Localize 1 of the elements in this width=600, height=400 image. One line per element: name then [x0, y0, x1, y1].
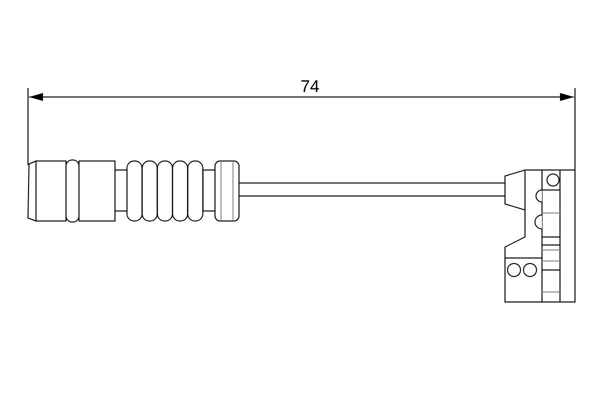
dimension-label: 74: [300, 78, 320, 95]
